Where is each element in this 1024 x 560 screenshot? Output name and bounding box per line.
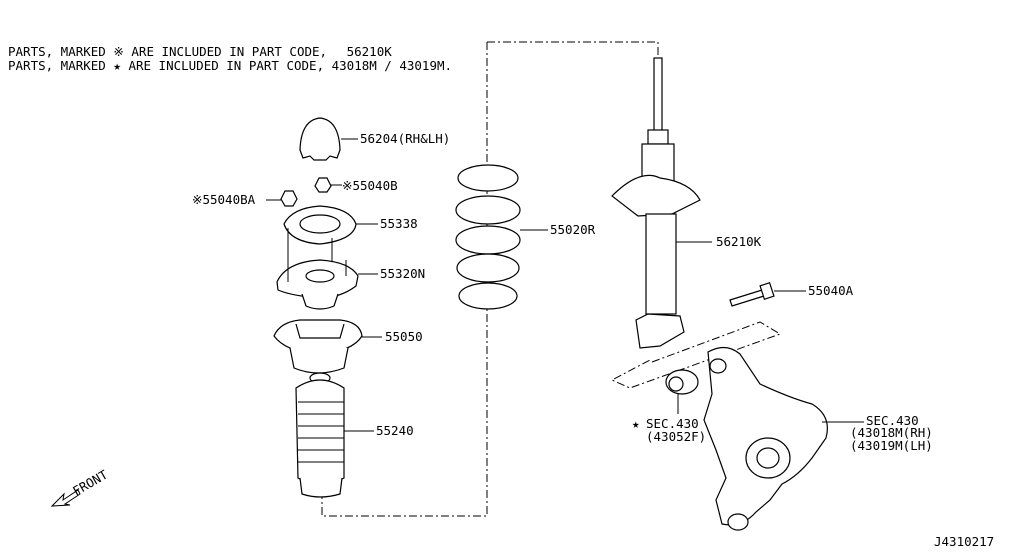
label-55040B: ※55040B xyxy=(342,178,398,193)
label-55338: 55338 xyxy=(380,216,418,231)
front-arrow-icon xyxy=(50,489,81,507)
label-43019M: (43019M(LH) xyxy=(850,438,933,453)
label-55240: 55240 xyxy=(376,423,414,438)
nut-55040ba-part xyxy=(266,190,298,207)
dust-cap-part xyxy=(299,117,358,161)
mount-55320n-part xyxy=(276,259,378,310)
diagram-id: J4310217 xyxy=(934,534,994,549)
label-sec430: SEC.430 xyxy=(646,416,699,431)
note-line-2: PARTS, MARKED ★ ARE INCLUDED IN PART COD… xyxy=(8,58,452,73)
plate-55338-part xyxy=(283,205,378,266)
nut-55040b-part xyxy=(314,177,342,193)
label-43052F: (43052F) xyxy=(646,429,706,444)
label-56210K: 56210K xyxy=(716,234,762,249)
sec430-star: ★ xyxy=(632,416,640,431)
knuckle-part xyxy=(703,346,864,531)
note-line-1: PARTS, MARKED ※ ARE INCLUDED IN PART COD… xyxy=(8,44,392,59)
label-55320N: 55320N xyxy=(380,266,425,281)
bushing-part xyxy=(665,369,699,414)
coil-spring-55020r-part xyxy=(455,164,548,310)
label-55020R: 55020R xyxy=(550,222,596,237)
mount-plane xyxy=(610,321,782,389)
spring-seat-55050-part xyxy=(273,319,382,374)
bump-boot-55240-part xyxy=(295,372,374,498)
label-55040A: 55040A xyxy=(808,283,854,298)
strut-56210k-part xyxy=(611,57,712,349)
label-front: FRONT xyxy=(70,467,110,499)
label-43018M: (43018M(RH) xyxy=(850,425,933,440)
label-56204: 56204(RH&LH) xyxy=(360,131,450,146)
label-55050: 55050 xyxy=(385,329,423,344)
label-55040BA: ※55040BA xyxy=(192,192,256,207)
label-sec430-knuckle: SEC.430 xyxy=(866,413,919,428)
bolt-55040a-part xyxy=(729,282,806,307)
